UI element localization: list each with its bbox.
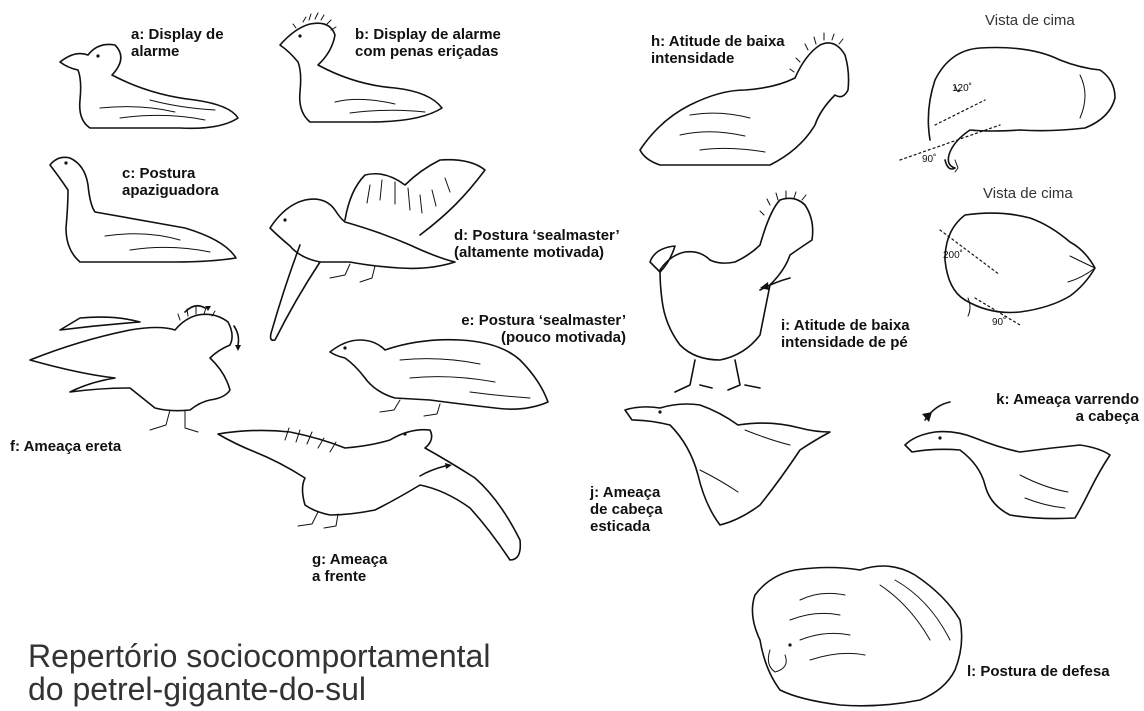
top-view-2 xyxy=(940,213,1095,325)
top-view-1-heading: Vista de cima xyxy=(985,12,1075,29)
label-c: c: Postura apaziguadora xyxy=(122,165,219,199)
label-h: h: Atitude de baixa intensidade xyxy=(651,33,785,67)
label-j: j: Ameaça de cabeça esticada xyxy=(590,484,663,535)
bird-figure-i xyxy=(650,191,813,392)
label-g: g: Ameaça a frente xyxy=(312,551,387,585)
angle-label-top2-b: 90˚ xyxy=(992,317,1006,328)
label-d: d: Postura ‘sealmaster’ (altamente motiv… xyxy=(454,227,620,261)
angle-label-top1-a: 120˚ xyxy=(952,83,972,94)
angle-label-top1-b: 90˚ xyxy=(922,154,936,165)
label-a: a: Display de alarme xyxy=(131,26,224,60)
label-l: l: Postura de defesa xyxy=(967,663,1110,680)
label-e: e: Postura ‘sealmaster’ (pouco motivada) xyxy=(435,312,626,346)
label-k: k: Ameaça varrendo a cabeça xyxy=(960,391,1139,425)
bird-figure-l xyxy=(752,566,961,706)
figure-title: Repertório sociocomportamental do petrel… xyxy=(28,640,490,706)
bird-figure-g xyxy=(218,428,520,560)
bird-figure-f xyxy=(30,306,241,432)
label-b: b: Display de alarme com penas eriçadas xyxy=(355,26,501,60)
label-i: i: Atitude de baixa intensidade de pé xyxy=(781,317,910,351)
bird-figure-e xyxy=(330,340,548,416)
label-f: f: Ameaça ereta xyxy=(10,438,121,455)
top-view-2-heading: Vista de cima xyxy=(983,185,1073,202)
angle-label-top2-a: 200˚ xyxy=(943,250,963,261)
